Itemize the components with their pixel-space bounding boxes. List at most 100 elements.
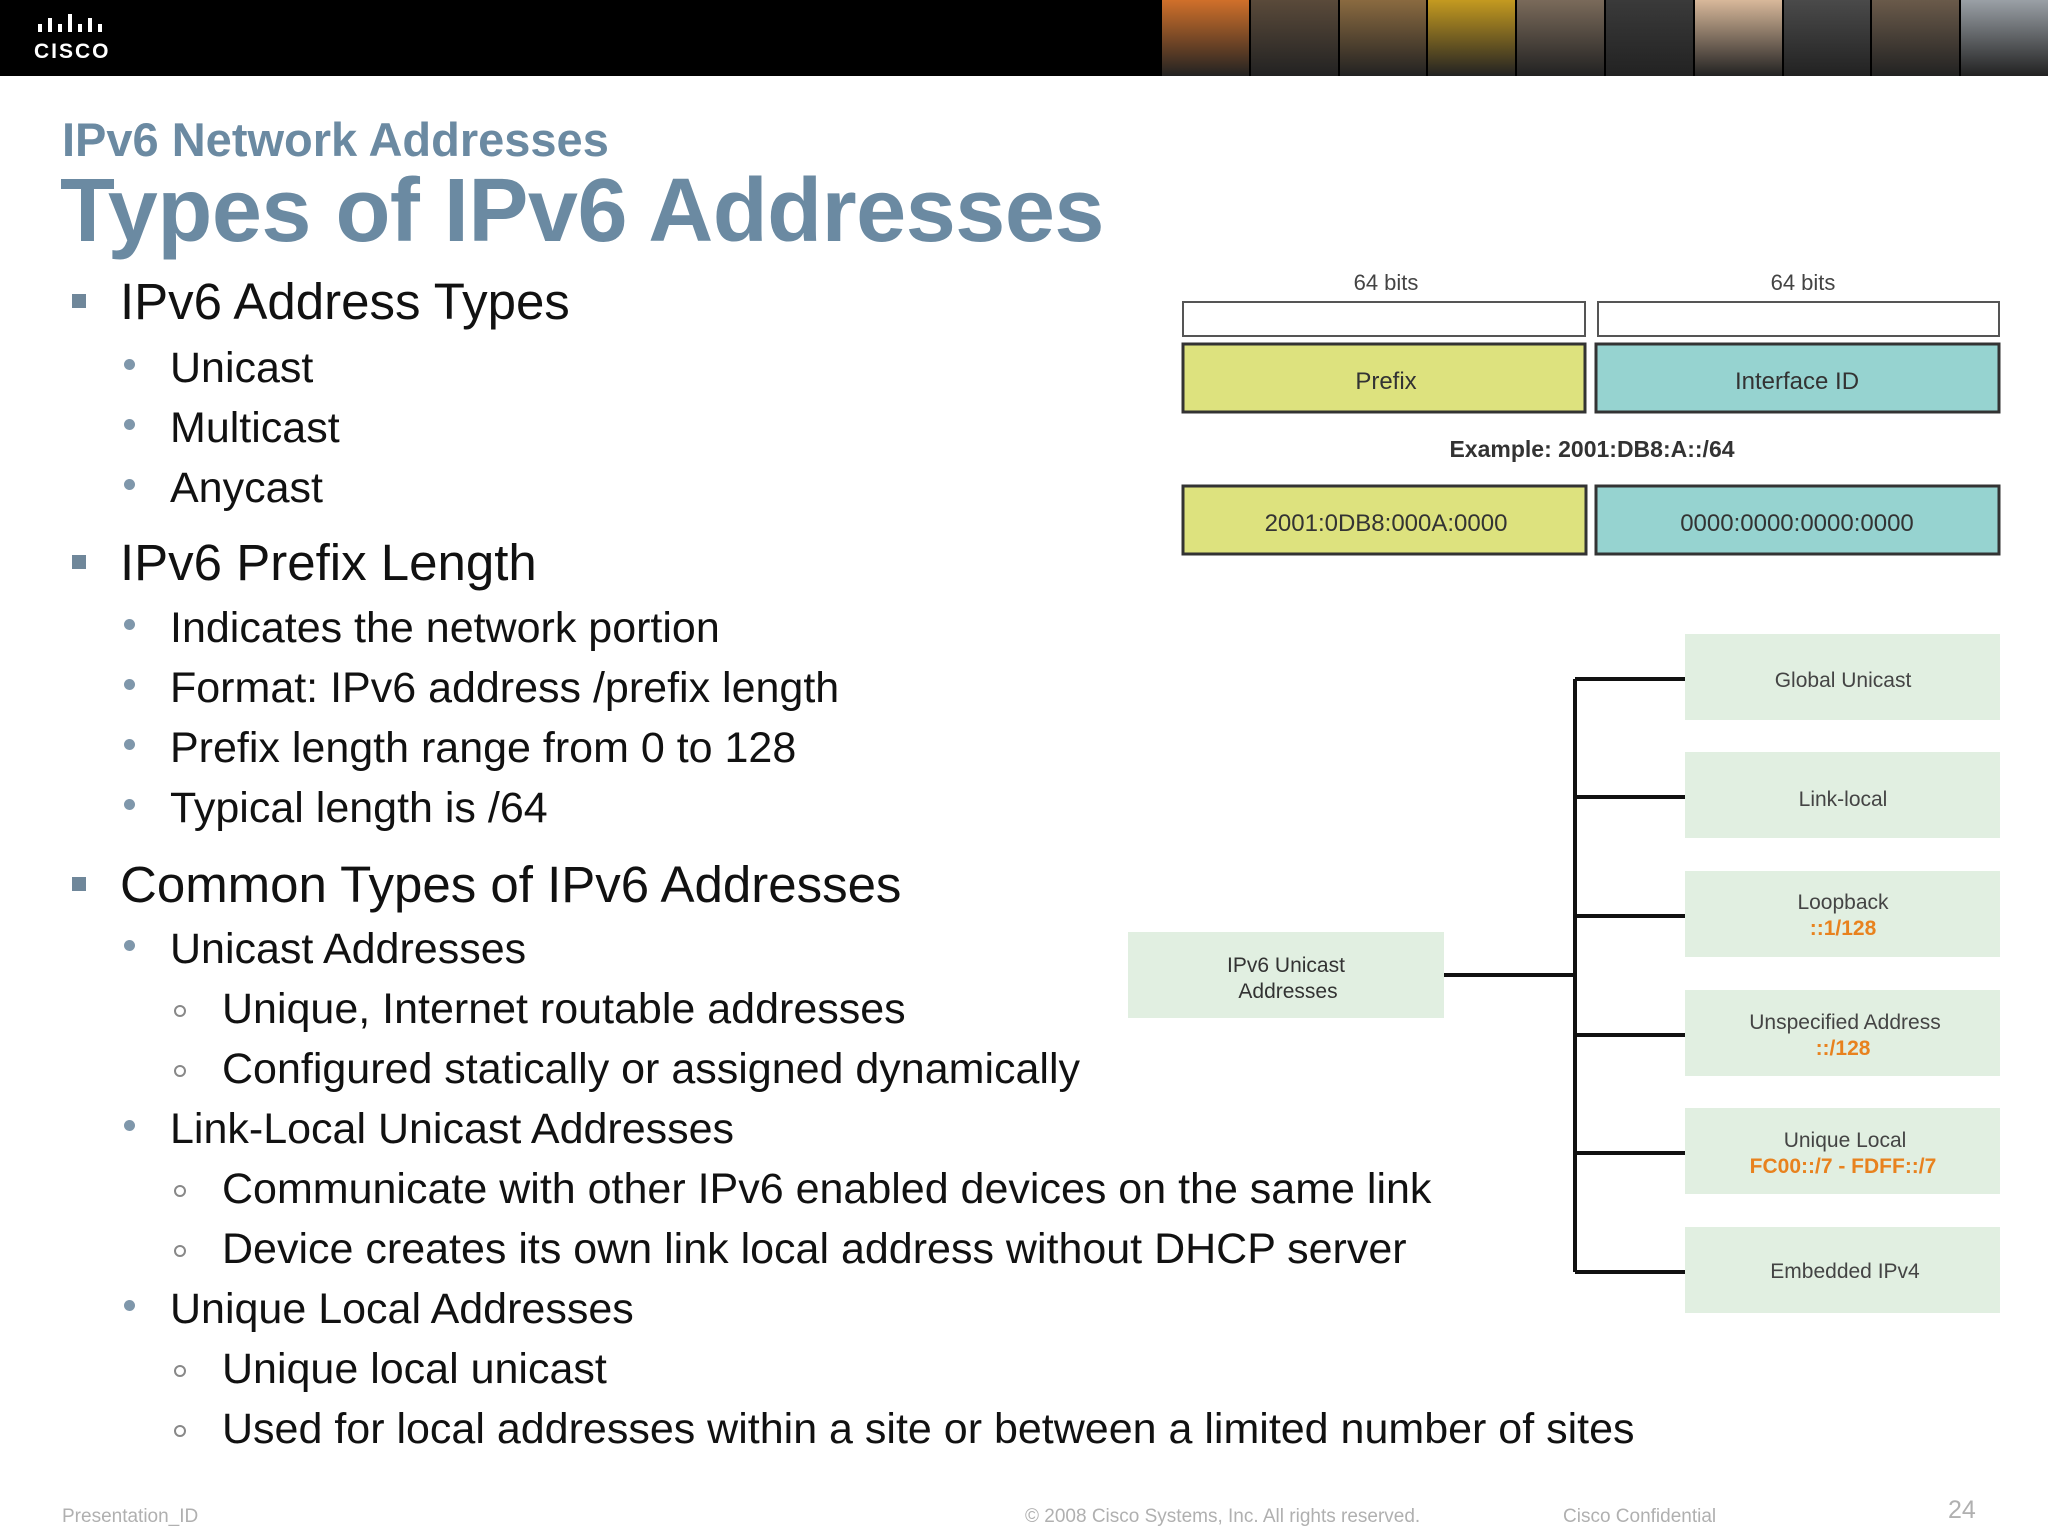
square-bullet-icon [72, 877, 86, 891]
dot-bullet-icon [124, 679, 135, 690]
circle-bullet-icon [174, 1185, 186, 1197]
slide-subtitle: IPv6 Network Addresses [62, 113, 609, 166]
list-item-text: Multicast [170, 404, 340, 452]
circle-bullet-icon [174, 1245, 186, 1257]
type-box [1685, 871, 2000, 957]
bullet-prefix-length: IPv6 Prefix Length [72, 533, 537, 592]
type-detail: ::/128 [1816, 1037, 1871, 1060]
cisco-bars-icon [38, 14, 102, 32]
example-prefix-value: 2001:0DB8:000A:0000 [1265, 510, 1508, 537]
type-global-unicast: Global Unicast [1575, 634, 2000, 720]
dot-bullet-icon [124, 479, 135, 490]
list-item-text: Anycast [170, 464, 323, 512]
type-box [1685, 1227, 2000, 1313]
sub-list-item-text: Used for local addresses within a site o… [222, 1405, 1635, 1453]
type-detail: FC00::/7 - FDFF::/7 [1750, 1155, 1937, 1178]
prefix-label: Prefix [1355, 368, 1416, 395]
type-name: Unique Local [1784, 1129, 1907, 1152]
header-bar: CISCO [0, 0, 2048, 76]
list-item-text: Typical length is /64 [170, 784, 548, 832]
type-box [1685, 1108, 2000, 1194]
example-prefix-box [1181, 484, 1588, 556]
square-bullet-icon [72, 555, 86, 569]
list-item-text: Unique Local Addresses [170, 1285, 634, 1333]
example-interface-value: 0000:0000:0000:0000 [1680, 510, 1914, 537]
photo-tile [1337, 0, 1427, 76]
type-name: Embedded IPv4 [1770, 1260, 1920, 1283]
bullet-text: IPv6 Prefix Length [120, 534, 537, 591]
type-unspecified: Unspecified Address ::/128 [1575, 990, 2000, 1076]
photo-tile [1160, 0, 1249, 76]
right-bits-bracket [1597, 301, 2000, 337]
footer-presentation-id: Presentation_ID [62, 1506, 199, 1527]
type-box [1685, 634, 2000, 720]
type-name: Link-local [1799, 788, 1888, 811]
bullet-text: IPv6 Address Types [120, 273, 570, 330]
photo-tile [1781, 0, 1871, 76]
type-box [1685, 990, 2000, 1076]
list-item-text: Prefix length range from 0 to 128 [170, 724, 797, 772]
dot-bullet-icon [124, 799, 135, 810]
photo-tile [1603, 0, 1693, 76]
dot-bullet-icon [124, 1300, 135, 1311]
list-item: Prefix length range from 0 to 128 [124, 724, 797, 773]
photo-tile [1515, 0, 1604, 76]
type-link-local: Link-local [1575, 752, 2000, 838]
sub-list-item-text: Unique local unicast [222, 1345, 607, 1393]
list-item: Multicast [124, 404, 340, 453]
sub-list-item: Unique, Internet routable addresses [174, 985, 906, 1034]
sub-list-item: Used for local addresses within a site o… [174, 1405, 1635, 1454]
type-box [1685, 752, 2000, 838]
sub-list-item-text: Configured statically or assigned dynami… [222, 1045, 1081, 1093]
dot-bullet-icon [124, 619, 135, 630]
sub-list-item: Device creates its own link local addres… [174, 1225, 1407, 1274]
photo-tile [1426, 0, 1516, 76]
sub-list-item: Configured statically or assigned dynami… [174, 1045, 1081, 1094]
list-item-text: Indicates the network portion [170, 604, 720, 652]
list-item: Unicast Addresses [124, 925, 527, 974]
dot-bullet-icon [124, 1120, 135, 1131]
photo-tile [1248, 0, 1338, 76]
type-unique-local: Unique Local FC00::/7 - FDFF::/7 [1575, 1108, 2000, 1194]
sub-list-item: Communicate with other IPv6 enabled devi… [174, 1165, 1432, 1214]
dot-bullet-icon [124, 940, 135, 951]
type-name: Loopback [1797, 891, 1889, 914]
page-number: 24 [1948, 1496, 1976, 1524]
dot-bullet-icon [124, 739, 135, 750]
sub-list-item-text: Communicate with other IPv6 enabled devi… [222, 1165, 1432, 1213]
photo-tile [1959, 0, 2048, 76]
footer-confidential: Cisco Confidential [1563, 1506, 1717, 1527]
footer-copyright: © 2008 Cisco Systems, Inc. All rights re… [1025, 1506, 1421, 1527]
list-item: Format: IPv6 address /prefix length [124, 664, 839, 713]
list-item-text: Link-Local Unicast Addresses [170, 1105, 735, 1153]
left-bits-label: 64 bits [1354, 270, 1419, 295]
circle-bullet-icon [174, 1065, 186, 1077]
type-name: Global Unicast [1775, 669, 1912, 692]
dot-bullet-icon [124, 419, 135, 430]
unicast-root-line1: IPv6 Unicast [1227, 954, 1345, 977]
list-item: Unicast [124, 344, 313, 393]
cisco-logo: CISCO [30, 12, 120, 64]
dot-bullet-icon [124, 359, 135, 370]
sub-list-item-text: Unique, Internet routable addresses [222, 985, 906, 1033]
sub-list-item-text: Device creates its own link local addres… [222, 1225, 1407, 1273]
circle-bullet-icon [174, 1425, 186, 1437]
bullet-text: Common Types of IPv6 Addresses [120, 856, 902, 913]
bullet-common-types: Common Types of IPv6 Addresses [72, 855, 902, 914]
circle-bullet-icon [174, 1005, 186, 1017]
slide-title: Types of IPv6 Addresses [60, 161, 1104, 261]
photo-tile [1692, 0, 1782, 76]
example-interface-box [1594, 484, 2001, 556]
list-item: Unique Local Addresses [124, 1285, 634, 1334]
prefix-box [1181, 342, 1587, 414]
list-item-text: Unicast Addresses [170, 925, 527, 973]
type-loopback: Loopback ::1/128 [1575, 871, 2000, 957]
circle-bullet-icon [174, 1365, 186, 1377]
list-item: Indicates the network portion [124, 604, 720, 653]
unicast-root-box [1128, 932, 1444, 1018]
left-bits-bracket [1182, 301, 1586, 337]
right-bits-label: 64 bits [1771, 270, 1836, 295]
photo-tile [1870, 0, 1960, 76]
square-bullet-icon [72, 294, 86, 308]
sub-list-item: Unique local unicast [174, 1345, 607, 1394]
